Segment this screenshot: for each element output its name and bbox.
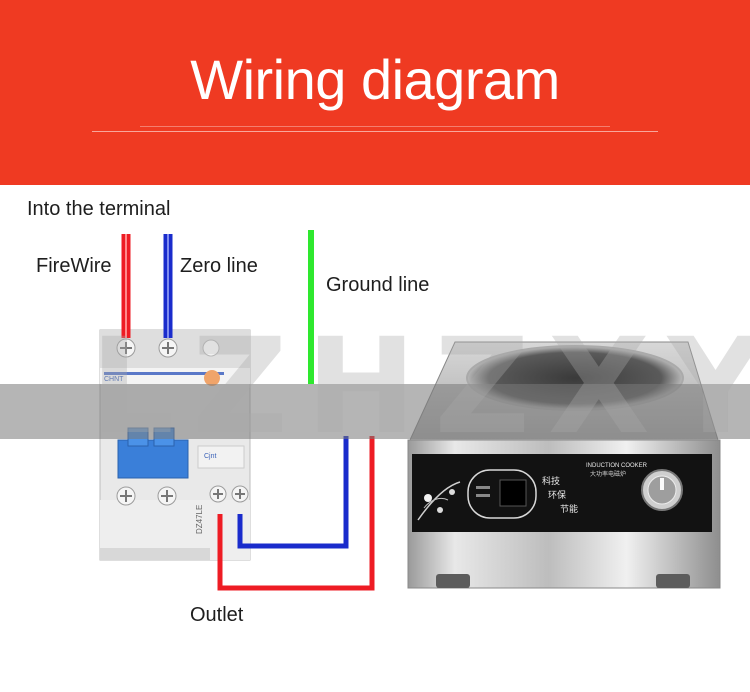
tag-eco: 环保 xyxy=(548,489,566,501)
tag-energy: 节能 xyxy=(560,503,578,515)
cooker-panel-subtitle: 大功率电磁炉 xyxy=(590,470,626,478)
firewire-label: FireWire xyxy=(36,255,112,277)
banner-divider xyxy=(92,131,658,132)
zero-line-output xyxy=(237,436,349,549)
terminal-screw xyxy=(209,485,227,503)
power-knob[interactable] xyxy=(641,469,683,511)
cooker-foot xyxy=(436,574,470,588)
page-title: Wiring diagram xyxy=(190,48,560,111)
terminal-screw xyxy=(116,338,136,358)
outlet-label: Outlet xyxy=(190,604,244,626)
breaker-brand-label: Cjnt xyxy=(204,453,217,460)
flower-decoration-icon xyxy=(417,481,461,521)
into-terminal-label: Into the terminal xyxy=(27,198,171,220)
banner-divider xyxy=(140,126,610,127)
breaker-rating-label: DZ47LE xyxy=(195,505,204,534)
display-bezel xyxy=(467,469,537,519)
watermark-text: LZHZXY xyxy=(90,310,750,464)
ground-line-label: Ground line xyxy=(326,274,430,296)
terminal-screw xyxy=(231,485,249,503)
tag-tech: 科技 xyxy=(542,475,560,487)
title-banner: Wiring diagram xyxy=(0,0,750,185)
cooker-panel-title: INDUCTION COOKER xyxy=(586,463,648,469)
breaker-brand-label: CHNT xyxy=(104,376,124,383)
digital-display xyxy=(499,479,527,507)
watermark-band xyxy=(0,384,750,439)
zero-line-label: Zero line xyxy=(180,255,258,277)
terminal-screw xyxy=(116,486,136,506)
cooker-foot xyxy=(656,574,690,588)
terminal-screw xyxy=(157,486,177,506)
terminal-screw xyxy=(158,338,178,358)
firewire-output xyxy=(217,436,375,591)
